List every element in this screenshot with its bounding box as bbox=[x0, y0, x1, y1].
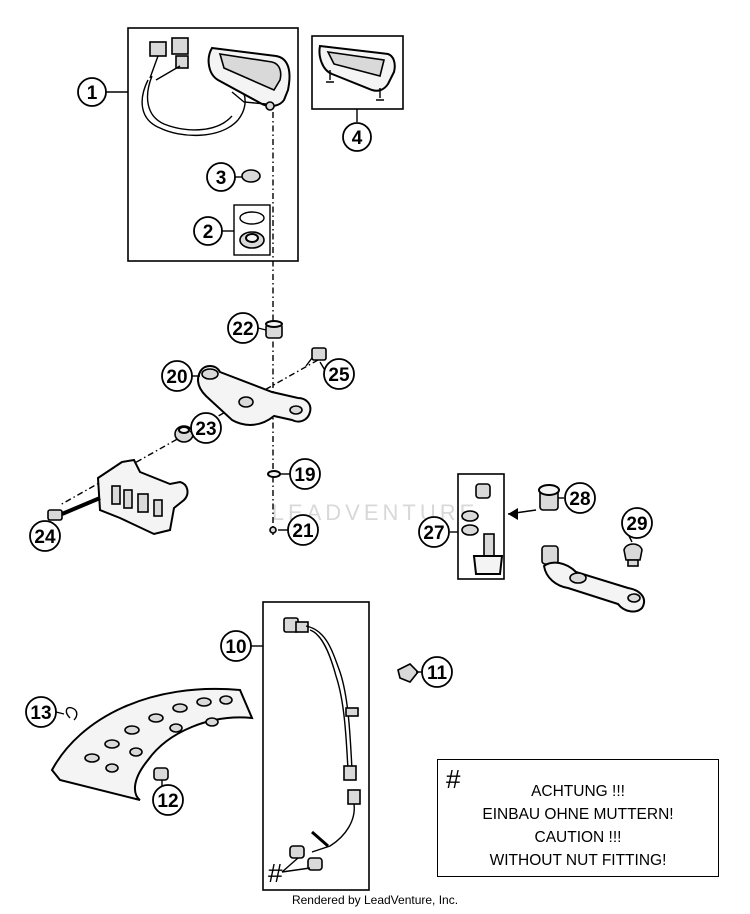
nut-fitting-marker: # bbox=[268, 858, 283, 888]
speedometer-kit-box bbox=[127, 27, 299, 262]
svg-text:25: 25 bbox=[328, 365, 350, 386]
svg-text:19: 19 bbox=[294, 465, 315, 486]
bolt-part bbox=[47, 496, 101, 521]
svg-text:20: 20 bbox=[166, 367, 187, 388]
svg-text:3: 3 bbox=[216, 168, 227, 189]
callout-22: 22 bbox=[227, 312, 259, 344]
callout-21: 21 bbox=[287, 514, 319, 546]
svg-text:11: 11 bbox=[427, 663, 448, 684]
svg-text:28: 28 bbox=[569, 489, 590, 510]
callout-3: 3 bbox=[206, 162, 236, 192]
svg-text:23: 23 bbox=[195, 419, 216, 440]
callout-4: 4 bbox=[342, 122, 372, 152]
seal-and-nut bbox=[233, 204, 271, 256]
svg-text:12: 12 bbox=[157, 791, 178, 812]
svg-text:21: 21 bbox=[292, 521, 314, 542]
note-line-4: WITHOUT NUT FITTING! bbox=[489, 852, 667, 869]
right-bracket bbox=[541, 545, 646, 613]
svg-text:4: 4 bbox=[352, 128, 363, 149]
svg-text:22: 22 bbox=[232, 319, 253, 340]
callout-19: 19 bbox=[289, 458, 321, 490]
washer-part bbox=[267, 470, 281, 478]
callout-10: 10 bbox=[220, 630, 252, 662]
svg-text:10: 10 bbox=[225, 637, 246, 658]
callout-25: 25 bbox=[323, 358, 355, 390]
brake-disc bbox=[50, 688, 254, 801]
circlip-part bbox=[65, 706, 78, 721]
footer-credit: Rendered by LeadVenture, Inc. bbox=[291, 893, 459, 907]
callout-13: 13 bbox=[25, 696, 57, 728]
grommet-part bbox=[265, 320, 283, 339]
svg-text:24: 24 bbox=[34, 527, 56, 548]
mounting-plate bbox=[96, 458, 189, 536]
bushing-kit-box bbox=[457, 473, 505, 580]
svg-text:2: 2 bbox=[203, 222, 214, 243]
callout-28: 28 bbox=[564, 482, 596, 514]
sensor-cable-box bbox=[262, 601, 370, 891]
callout-29: 29 bbox=[621, 507, 653, 539]
sensor-cable bbox=[281, 617, 361, 873]
callout-20: 20 bbox=[161, 360, 193, 392]
callout-11: 11 bbox=[421, 656, 453, 688]
cap-part bbox=[241, 169, 261, 183]
callout-2: 2 bbox=[193, 216, 223, 246]
note-line-3: CAUTION !!! bbox=[534, 829, 622, 846]
screw-part bbox=[305, 347, 327, 367]
svg-text:29: 29 bbox=[626, 514, 647, 535]
note-symbol: # bbox=[446, 764, 461, 794]
cover-part bbox=[318, 44, 396, 101]
note-line-2: EINBAU OHNE MUTTERN! bbox=[482, 806, 674, 823]
callout-24: 24 bbox=[29, 520, 61, 552]
callout-23: 23 bbox=[190, 412, 222, 444]
bushing-part bbox=[507, 484, 560, 520]
clip-part bbox=[397, 663, 420, 683]
caution-note: # ACHTUNG !!! EINBAU OHNE MUTTERN! CAUTI… bbox=[437, 759, 719, 877]
svg-text:1: 1 bbox=[87, 83, 98, 104]
callout-12: 12 bbox=[152, 784, 184, 816]
callout-27: 27 bbox=[418, 516, 450, 548]
svg-text:13: 13 bbox=[30, 703, 51, 724]
bracket-part bbox=[197, 365, 312, 426]
bushing-kit-parts bbox=[461, 483, 504, 575]
leader-lines bbox=[55, 91, 633, 788]
speedometer-unit bbox=[141, 37, 291, 136]
grommet-29 bbox=[623, 543, 643, 567]
nut-part bbox=[153, 767, 169, 781]
callout-1: 1 bbox=[77, 77, 107, 107]
note-line-1: ACHTUNG !!! bbox=[531, 783, 625, 800]
svg-text:27: 27 bbox=[423, 523, 444, 544]
small-screw-part bbox=[269, 526, 277, 534]
